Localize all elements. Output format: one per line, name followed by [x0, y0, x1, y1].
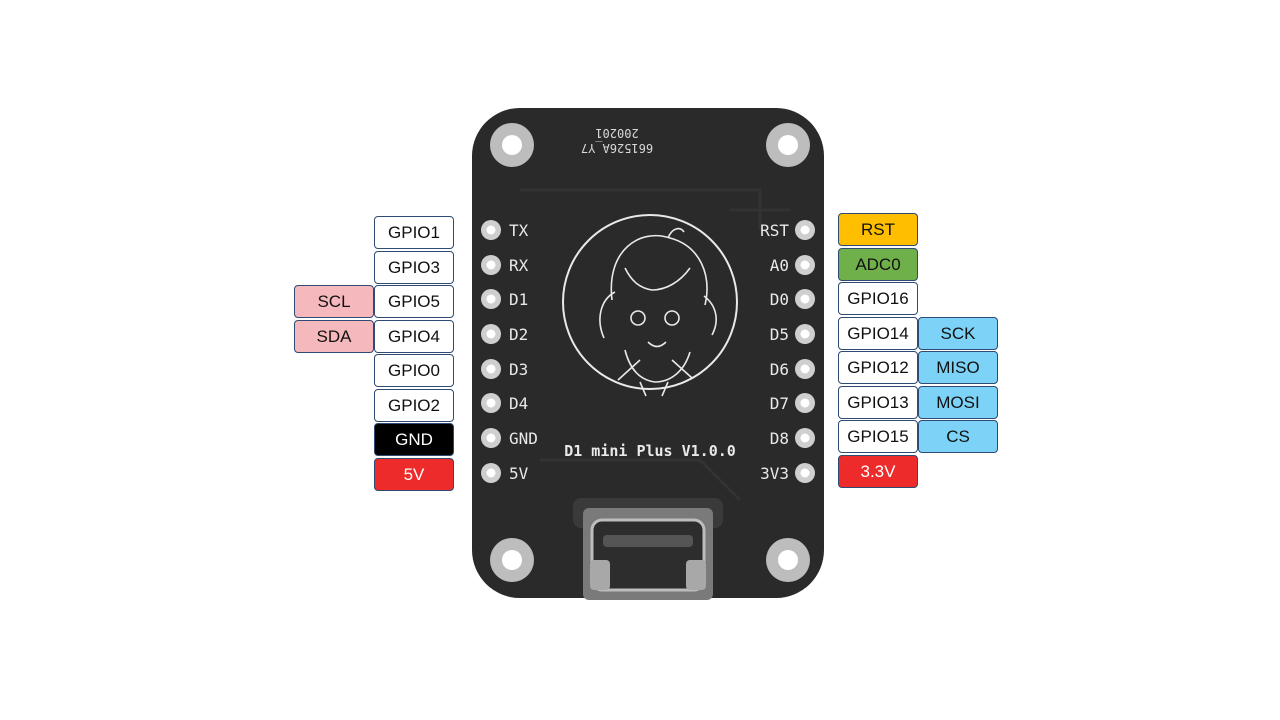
silk-right: RST — [760, 221, 789, 240]
silk-left: D3 — [509, 360, 528, 379]
pin-label-gnd: GND — [374, 423, 454, 456]
pin-label-gpio14: GPIO14 — [838, 317, 918, 350]
silk-right: D0 — [770, 290, 789, 309]
right-silkscreen: RST A0 D0 D5 D6 D7 D8 3V3 — [760, 221, 789, 483]
alt-label-mosi: MOSI — [918, 386, 998, 419]
right-pin-pads — [795, 220, 815, 483]
usb-c-connector — [573, 498, 723, 600]
board-code-line2: 200201 — [595, 126, 638, 140]
pin-label-adc0: ADC0 — [838, 248, 918, 281]
pin-label-gpio12: GPIO12 — [838, 351, 918, 384]
silk-right: D5 — [770, 325, 789, 344]
character-logo — [562, 214, 738, 397]
silk-right: D6 — [770, 360, 789, 379]
silk-left: 5V — [509, 464, 529, 483]
silk-right: 3V3 — [760, 464, 789, 483]
pin-label-gpio5: GPIO5 — [374, 285, 454, 318]
board-title: D1 mini Plus V1.0.0 — [564, 442, 736, 460]
pin-label-gpio15: GPIO15 — [838, 420, 918, 453]
pin-label-gpio4: GPIO4 — [374, 320, 454, 353]
pin-label-gpio2: GPIO2 — [374, 389, 454, 422]
pin-label-5v: 5V — [374, 458, 454, 491]
pin-label-rst: RST — [838, 213, 918, 246]
board-code-line1: 661526A_Y7 — [581, 141, 653, 155]
alt-label-cs: CS — [918, 420, 998, 453]
alt-label-sck: SCK — [918, 317, 998, 350]
silk-right: D7 — [770, 394, 789, 413]
silk-left: D1 — [509, 290, 528, 309]
alt-label-sda: SDA — [294, 320, 374, 353]
alt-label-scl: SCL — [294, 285, 374, 318]
pcb-body — [472, 108, 824, 598]
silk-right: D8 — [770, 429, 789, 448]
silk-left: GND — [509, 429, 538, 448]
silk-left: D2 — [509, 325, 528, 344]
left-pin-pads — [481, 220, 501, 483]
mounting-holes — [490, 123, 810, 582]
silk-right: A0 — [770, 256, 789, 275]
pin-label-gpio13: GPIO13 — [838, 386, 918, 419]
silk-left: RX — [509, 256, 529, 275]
pin-label-gpio0: GPIO0 — [374, 354, 454, 387]
left-silkscreen: TX RX D1 D2 D3 D4 GND 5V — [509, 221, 538, 483]
pin-label-gpio1: GPIO1 — [374, 216, 454, 249]
silk-left: D4 — [509, 394, 528, 413]
alt-label-miso: MISO — [918, 351, 998, 384]
board-code-text: 661526A_Y7 200201 — [581, 126, 653, 155]
pin-label-gpio3: GPIO3 — [374, 251, 454, 284]
pin-label-3v3: 3.3V — [838, 455, 918, 488]
silk-left: TX — [509, 221, 529, 240]
pin-label-gpio16: GPIO16 — [838, 282, 918, 315]
